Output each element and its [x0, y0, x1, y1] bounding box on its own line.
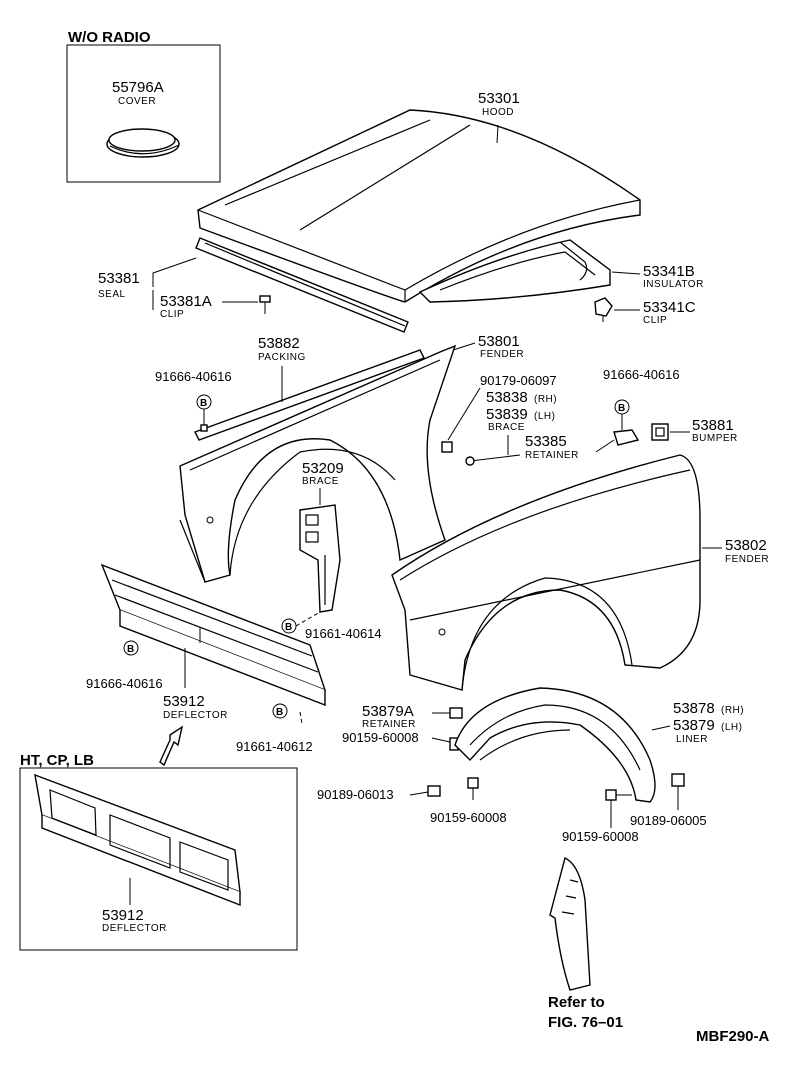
- part-number-90159-60008-b: 90159-60008: [430, 810, 507, 825]
- part-name-brace-53209: BRACE: [302, 476, 339, 487]
- leader-left-fender: [452, 342, 476, 351]
- part-number-91666-40616-low: 91666-40616: [86, 676, 163, 691]
- part-number-53882: 53882: [258, 335, 300, 352]
- nut-90179-drawing: [441, 441, 453, 453]
- part-number-53209: 53209: [302, 460, 344, 477]
- reference-line1: Refer to: [548, 994, 605, 1011]
- hood-drawing: [197, 109, 641, 303]
- part-number-90159-60008-c: 90159-60008: [562, 829, 639, 844]
- part-number-53381: 53381: [98, 270, 140, 287]
- part-name-cover: COVER: [118, 96, 156, 107]
- part-number-53341b: 53341B: [643, 263, 695, 280]
- part-suffix-53879: (LH): [721, 722, 742, 733]
- part-number-53341c: 53341C: [643, 299, 696, 316]
- variant-arrow: [159, 725, 184, 767]
- part-number-53878: 53878: [673, 700, 715, 717]
- variant-heading: HT, CP, LB: [20, 752, 94, 769]
- deflector-top-drawing: [100, 563, 327, 707]
- wo-radio-heading: W/O RADIO: [68, 29, 151, 46]
- part-number-55796a: 55796A: [112, 79, 164, 96]
- part-number-53839: 53839: [486, 406, 528, 423]
- b-badge-mid: B: [281, 618, 297, 634]
- part-name-brace-53839: BRACE: [488, 422, 525, 433]
- part-name-deflector-top: DEFLECTOR: [163, 710, 228, 721]
- leader-insulator: [611, 271, 641, 275]
- part-name-bumper: BUMPER: [692, 433, 738, 444]
- fastener-90189-06005-drawing: [671, 773, 685, 787]
- part-number-53879a: 53879A: [362, 703, 414, 720]
- packing-drawing: [194, 349, 425, 441]
- part-number-91661-40614: 91661-40614: [305, 626, 382, 641]
- part-number-53912-top: 53912: [163, 693, 205, 710]
- seal-drawing: [195, 237, 409, 333]
- part-name-hood: HOOD: [482, 107, 514, 118]
- mud-flap-drawing: [549, 857, 591, 991]
- part-name-liner: LINER: [676, 734, 708, 745]
- part-number-53301: 53301: [478, 90, 520, 107]
- clip-53341c-drawing: [594, 297, 613, 322]
- svg-text:B: B: [276, 707, 284, 718]
- svg-text:B: B: [127, 644, 135, 655]
- clip-53381a-drawing: [259, 295, 271, 314]
- part-name-fender-53802: FENDER: [725, 554, 769, 565]
- liner-drawing: [454, 687, 656, 803]
- part-number-91666-40616-right: 91666-40616: [603, 367, 680, 382]
- part-number-53381a: 53381A: [160, 293, 212, 310]
- part-name-fender-53801: FENDER: [480, 349, 524, 360]
- b-badge-low: B: [123, 640, 139, 656]
- brace-53839-drawing: [465, 454, 521, 466]
- part-number-53801: 53801: [478, 333, 520, 350]
- fastener-90159-60008-c-drawing: [605, 789, 617, 812]
- figure-code: MBF290-A: [696, 1028, 770, 1045]
- part-name-seal: SEAL: [98, 289, 126, 300]
- part-number-53912-bottom: 53912: [102, 907, 144, 924]
- part-number-90189-06013: 90189-06013: [317, 787, 394, 802]
- part-number-53881: 53881: [692, 417, 734, 434]
- svg-text:B: B: [200, 398, 208, 409]
- variant-box: [19, 767, 298, 951]
- part-number-91666-40616-left: 91666-40616: [155, 369, 232, 384]
- part-suffix-53878: (RH): [721, 705, 744, 716]
- b-badge-right: B: [614, 399, 630, 430]
- insulator-drawing: [418, 239, 611, 303]
- fastener-90189-06013-drawing: [427, 785, 441, 797]
- part-name-packing: PACKING: [258, 352, 306, 363]
- part-name-insulator: INSULATOR: [643, 279, 704, 290]
- deflector-bottom-drawing: [34, 773, 241, 907]
- part-number-53385: 53385: [525, 433, 567, 450]
- reference-line2: FIG. 76–01: [548, 1014, 623, 1031]
- retainer-53385-drawing: [613, 429, 640, 446]
- right-fender-drawing: [391, 454, 701, 691]
- wo-radio-box: [66, 44, 221, 183]
- leader-seal: [152, 257, 197, 287]
- brace-53209-drawing: [299, 504, 341, 613]
- svg-text:B: B: [285, 622, 293, 633]
- wo-radio-inset: W/O RADIO 55796A COVER: [66, 29, 221, 183]
- part-name-retainer-53385: RETAINER: [525, 450, 579, 461]
- part-name-deflector-bottom: DEFLECTOR: [102, 923, 167, 934]
- part-name-retainer-53879a: RETAINER: [362, 719, 416, 730]
- bumper-53881-drawing: [651, 423, 669, 441]
- part-suffix-53839: (LH): [534, 411, 555, 422]
- left-fender-drawing: [179, 344, 457, 583]
- part-number-90159-60008-a: 90159-60008: [342, 730, 419, 745]
- svg-text:B: B: [618, 403, 626, 414]
- part-number-90189-06005: 90189-06005: [630, 813, 707, 828]
- part-number-53802: 53802: [725, 537, 767, 554]
- leader-hood: [496, 124, 499, 144]
- part-number-53838: 53838: [486, 389, 528, 406]
- part-suffix-53838: (RH): [534, 394, 557, 405]
- part-name-clip-53341c: CLIP: [643, 315, 667, 326]
- part-number-91661-40612: 91661-40612: [236, 739, 313, 754]
- cover-drawing: [106, 128, 180, 158]
- b-badge-left: B: [196, 394, 212, 432]
- part-name-clip-53381a: CLIP: [160, 309, 184, 320]
- fastener-90159-60008-b-drawing: [467, 777, 479, 800]
- variant-inset: HT, CP, LB 53912 DEFLECTOR: [19, 752, 298, 951]
- part-number-53879: 53879: [673, 717, 715, 734]
- part-number-90179-06097: 90179-06097: [480, 373, 557, 388]
- b-badge-bottom: B: [272, 703, 288, 719]
